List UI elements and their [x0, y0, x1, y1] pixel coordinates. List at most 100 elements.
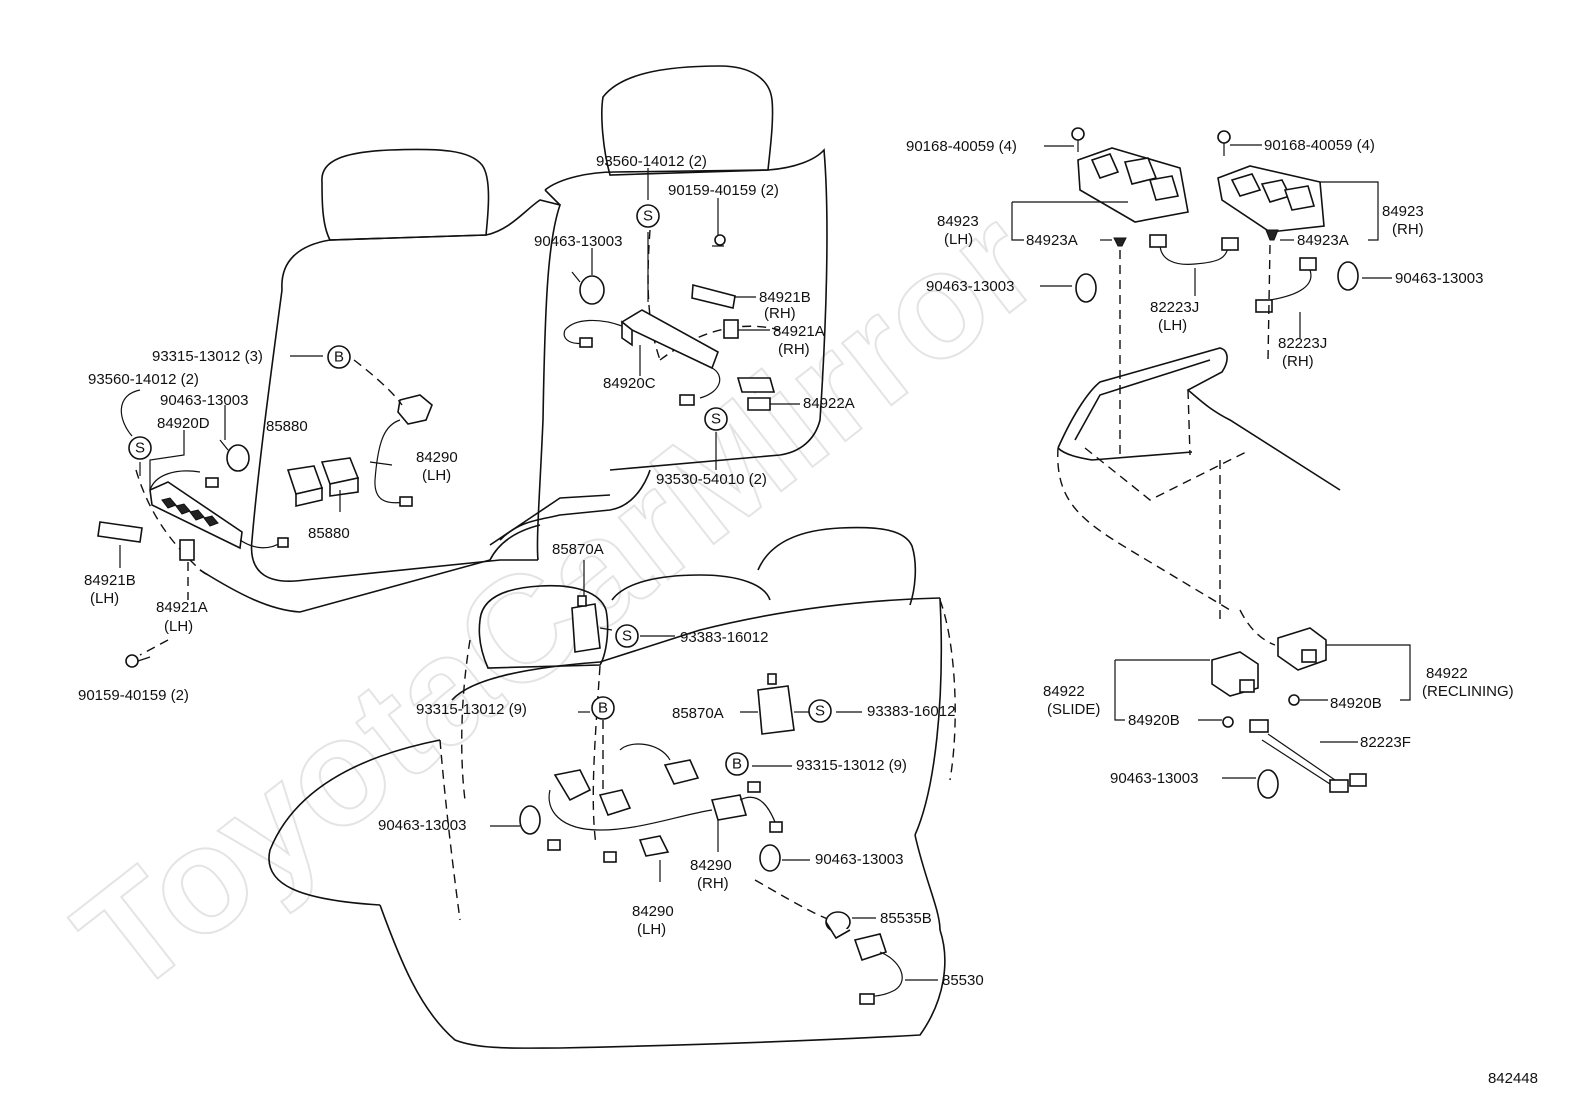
upper-seat-outline	[199, 65, 828, 613]
switch-84920d	[149, 470, 289, 550]
harness-82223f	[1249, 719, 1367, 793]
leader-lines	[119, 144, 1411, 981]
lighter-85530	[853, 933, 903, 1005]
label-93315-13012-3: 93315-13012 (3)	[152, 348, 263, 365]
label-82223f: 82223F	[1360, 734, 1411, 751]
label-84290-rh: 84290	[690, 857, 732, 874]
label-90159-40159-rear: 90159-40159 (2)	[668, 182, 779, 199]
screw-90159-rear	[712, 234, 726, 247]
switch-84923-lh	[1077, 147, 1189, 223]
label-93315-13012-9b: 93315-13012 (9)	[796, 757, 907, 774]
label-93530-54010: 93530-54010 (2)	[656, 471, 767, 488]
screw-callout-3: S	[135, 440, 145, 457]
label-85535b: 85535B	[880, 910, 932, 927]
label-90463-13003-bl: 90463-13003	[378, 817, 466, 834]
nuts-84923a	[1113, 229, 1279, 247]
clip-90463-rear	[571, 271, 605, 305]
label-85870a-b: 85870A	[672, 705, 724, 722]
socket-85535b	[825, 911, 851, 940]
label-84922-slide-side: (SLIDE)	[1047, 701, 1100, 718]
clip-90463-bl	[519, 805, 541, 835]
label-84923-lh: 84923	[937, 213, 979, 230]
label-84290-rh-side: (RH)	[697, 875, 729, 892]
label-90463-13003-left: 90463-13003	[160, 392, 248, 409]
label-93383-16012-b: 93383-16012	[867, 703, 955, 720]
label-84923a-r: 84923A	[1297, 232, 1349, 249]
bolt-callout-2: B	[598, 700, 608, 717]
connector-84922a	[736, 377, 776, 411]
switch-84922-slide	[1211, 651, 1259, 697]
label-82223j-rh: 82223J	[1278, 335, 1327, 352]
label-84921a-lh-side: (LH)	[164, 618, 193, 635]
callout-circles: S S B S S B S B	[128, 204, 832, 776]
switch-84922-reclining	[1277, 627, 1327, 671]
bolt-callout-1: B	[334, 349, 344, 366]
label-84920d: 84920D	[157, 415, 210, 432]
label-84921b-rh-side: (RH)	[764, 305, 796, 322]
clip-90463-br	[759, 844, 781, 872]
diagram-code: 842448	[1488, 1070, 1538, 1087]
label-90168-40059-l: 90168-40059 (4)	[906, 138, 1017, 155]
label-84290-lh-top: 84290	[416, 449, 458, 466]
label-85530: 85530	[942, 972, 984, 989]
label-82223j-lh-side: (LH)	[1158, 317, 1187, 334]
label-90463-13003-rb: 90463-13003	[1110, 770, 1198, 787]
harness-motors	[547, 743, 783, 863]
knob-84921b-lh	[97, 521, 143, 543]
label-90463-13003-rr: 90463-13003	[1395, 270, 1483, 287]
switch-84923-rh	[1217, 165, 1325, 233]
label-82223j-lh: 82223J	[1150, 299, 1199, 316]
label-85880-a: 85880	[266, 418, 308, 435]
label-84921a-rh: 84921A	[773, 323, 825, 340]
label-84921b-rh: 84921B	[759, 289, 811, 306]
screw-callout-5: S	[815, 703, 825, 720]
label-84923a-l: 84923A	[1026, 232, 1078, 249]
label-84921a-rh-side: (RH)	[778, 341, 810, 358]
label-84921b-lh-side: (LH)	[90, 590, 119, 607]
label-82223j-rh-side: (RH)	[1282, 353, 1314, 370]
guide-lines-right	[1119, 244, 1276, 646]
knob-84921a-rh	[723, 319, 739, 339]
relay-85880-b	[320, 457, 360, 497]
label-84290-lh-top-side: (LH)	[422, 467, 451, 484]
screw-90159-left	[125, 654, 151, 668]
computer-85870a-top	[571, 595, 601, 653]
label-90463-13003-br: 90463-13003	[815, 851, 903, 868]
screw-callout-1: S	[643, 208, 653, 225]
label-85880-b: 85880	[308, 525, 350, 542]
dashed-outlines	[135, 229, 956, 921]
knob-84921b-rh	[691, 283, 736, 309]
screw-callout-4: S	[622, 628, 632, 645]
label-84922-reclining: 84922	[1426, 665, 1468, 682]
label-93383-16012-a: 93383-16012	[680, 629, 768, 646]
label-84290-lh: 84290	[632, 903, 674, 920]
label-84920b-a: 84920B	[1330, 695, 1382, 712]
clip-90463-left	[219, 439, 250, 472]
label-84923-rh: 84923	[1382, 203, 1424, 220]
label-90159-40159-left: 90159-40159 (2)	[78, 687, 189, 704]
label-90463-13003-rl: 90463-13003	[926, 278, 1014, 295]
label-93560-14012-rear: 93560-14012 (2)	[596, 153, 707, 170]
label-84922-slide: 84922	[1043, 683, 1085, 700]
harness-82223j-rh	[1255, 257, 1317, 313]
clips-right	[1075, 261, 1359, 799]
knob-84921a-lh	[179, 539, 195, 561]
label-84920b-b: 84920B	[1128, 712, 1180, 729]
lower-seat-outline	[268, 526, 946, 1049]
harness-82223j-lh	[1149, 234, 1239, 265]
label-90168-40059-r: 90168-40059 (4)	[1264, 137, 1375, 154]
label-93560-14012-left: 93560-14012 (2)	[88, 371, 199, 388]
part-labels: 93560-14012 (2) 90159-40159 (2) 90463-13…	[78, 137, 1514, 989]
relay-85880-a	[286, 465, 324, 508]
label-84290-lh-side: (LH)	[637, 921, 666, 938]
label-84921a-lh: 84921A	[156, 599, 208, 616]
switch-84920c	[563, 309, 721, 406]
label-85870a-top: 85870A	[552, 541, 604, 558]
label-84922-reclining-side: (RECLINING)	[1422, 683, 1514, 700]
label-93315-13012-9a: 93315-13012 (9)	[416, 701, 527, 718]
label-84923-rh-side: (RH)	[1392, 221, 1424, 238]
label-84921b-lh: 84921B	[84, 572, 136, 589]
screws-90168	[1071, 127, 1231, 156]
console-outline	[1057, 347, 1341, 620]
